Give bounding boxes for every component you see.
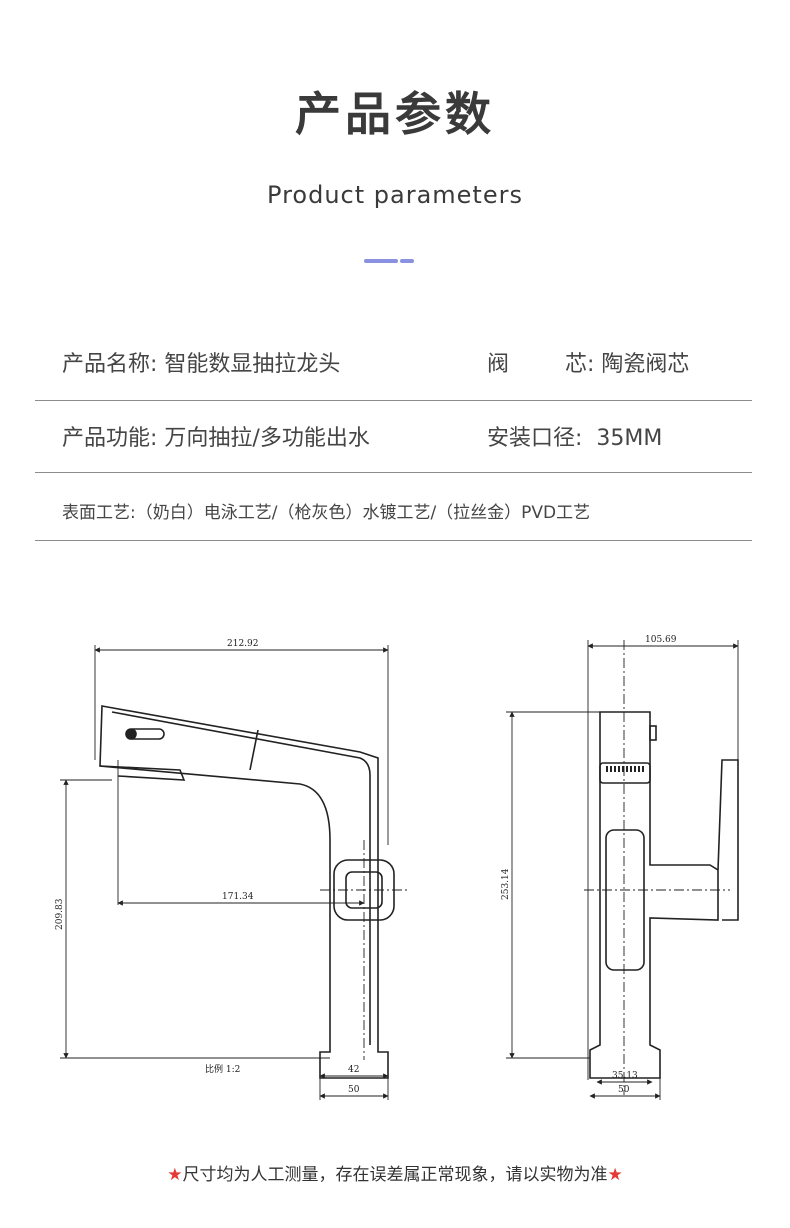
technical-drawing: 212.92 171.34 209.83 42 50 比例 1:2 105.69… <box>55 635 739 1100</box>
param-product-name: 产品名称: 智能数显抽拉龙头 <box>62 352 341 377</box>
param-install-bore: 安装口径: 35MM <box>487 426 663 451</box>
accent-divider <box>364 259 414 263</box>
page-subtitle: Product parameters <box>267 181 523 209</box>
star-icon: ★ <box>167 1165 183 1185</box>
dim-side-width: 105.69 <box>645 635 677 645</box>
param-product-function: 产品功能: 万向抽拉/多功能出水 <box>62 426 370 451</box>
param-row-1: 产品名称: 智能数显抽拉龙头 阀 芯: 陶瓷阀芯 <box>35 330 752 401</box>
dim-side-base-inner: 35.13 <box>612 1071 638 1081</box>
dim-front-base-outer: 50 <box>348 1085 360 1095</box>
side-view-drawing <box>589 711 739 1079</box>
drawing-scale: 比例 1:2 <box>205 1063 240 1075</box>
dim-side-height: 253.14 <box>501 868 511 900</box>
dim-side-base-outer: 50 <box>618 1085 630 1095</box>
param-surface-finish: 表面工艺:（奶白）电泳工艺/（枪灰色）水镀工艺/（拉丝金）PVD工艺 <box>62 503 591 523</box>
star-icon: ★ <box>607 1165 623 1185</box>
dim-front-width: 212.92 <box>227 639 259 649</box>
param-valve-core: 阀 芯: 陶瓷阀芯 <box>487 352 690 377</box>
dim-front-base-inner: 42 <box>348 1065 359 1075</box>
param-row-2: 产品功能: 万向抽拉/多功能出水 安装口径: 35MM <box>35 400 752 473</box>
measurement-note: ★尺寸均为人工测量，存在误差属正常现象，请以实物为准★ <box>0 1160 790 1185</box>
page-title: 产品参数 <box>295 87 495 141</box>
measurement-note-text: 尺寸均为人工测量，存在误差属正常现象，请以实物为准 <box>182 1165 608 1185</box>
dim-front-height: 209.83 <box>55 898 65 930</box>
param-row-3: 表面工艺:（奶白）电泳工艺/（枪灰色）水镀工艺/（拉丝金）PVD工艺 <box>35 472 752 541</box>
dim-front-reach: 171.34 <box>222 892 254 902</box>
